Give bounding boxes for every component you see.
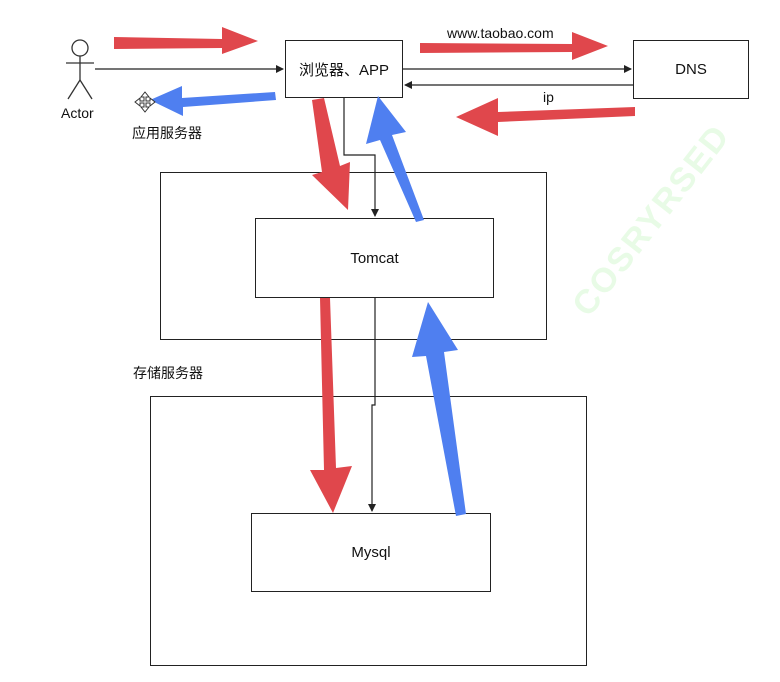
mysql-node[interactable]: Mysql (251, 513, 491, 592)
tomcat-node[interactable]: Tomcat (255, 218, 494, 298)
red-arrow-browser-to-dns (420, 32, 608, 60)
red-arrow-dns-to-browser (456, 98, 635, 136)
edge-browser-to-tomcat (343, 98, 379, 217)
storage-server-container[interactable] (150, 396, 587, 666)
browser-node[interactable]: 浏览器、APP (285, 40, 403, 98)
blue-arrow-mysql-to-tomcat (412, 302, 466, 516)
blue-arrow-tomcat-to-browser (366, 96, 424, 222)
red-arrow-tomcat-to-mysql (310, 298, 352, 513)
red-arrow-browser-to-tomcat (312, 98, 350, 210)
dns-node[interactable]: DNS (633, 40, 749, 99)
move-cursor-icon (134, 91, 156, 113)
actor-icon[interactable] (66, 39, 94, 100)
domain-edge-label: www.taobao.com (447, 25, 554, 41)
storage-server-label: 存储服务器 (133, 365, 203, 381)
edge-tomcat-to-mysql (368, 298, 376, 512)
blue-arrow-browser-to-actor (150, 86, 276, 116)
app-server-label: 应用服务器 (132, 125, 202, 141)
app-server-container[interactable] (160, 172, 547, 340)
red-arrow-actor-to-browser (114, 27, 258, 54)
actor-label: Actor (61, 105, 94, 121)
ip-edge-label: ip (543, 89, 554, 105)
